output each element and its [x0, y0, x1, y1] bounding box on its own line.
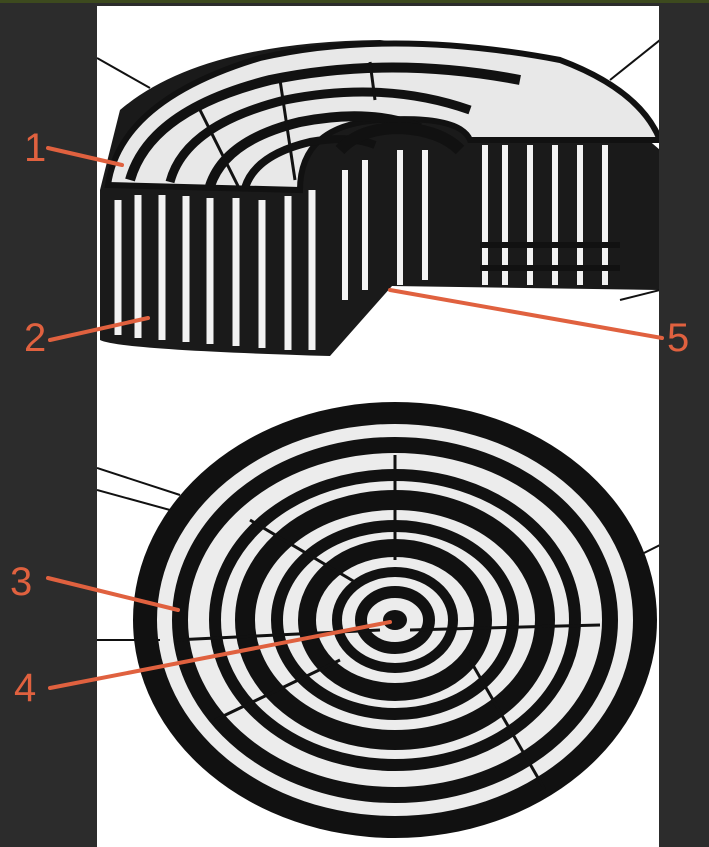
callout-label-3: 3 — [10, 562, 32, 602]
callout-label-4: 4 — [14, 668, 36, 708]
log-cross-section — [97, 402, 660, 838]
callout-line-5 — [390, 290, 662, 338]
callout-label-2: 2 — [24, 318, 46, 358]
callout-label-1: 1 — [24, 128, 46, 168]
callout-label-5: 5 — [667, 318, 689, 358]
log-cutaway — [97, 40, 660, 356]
